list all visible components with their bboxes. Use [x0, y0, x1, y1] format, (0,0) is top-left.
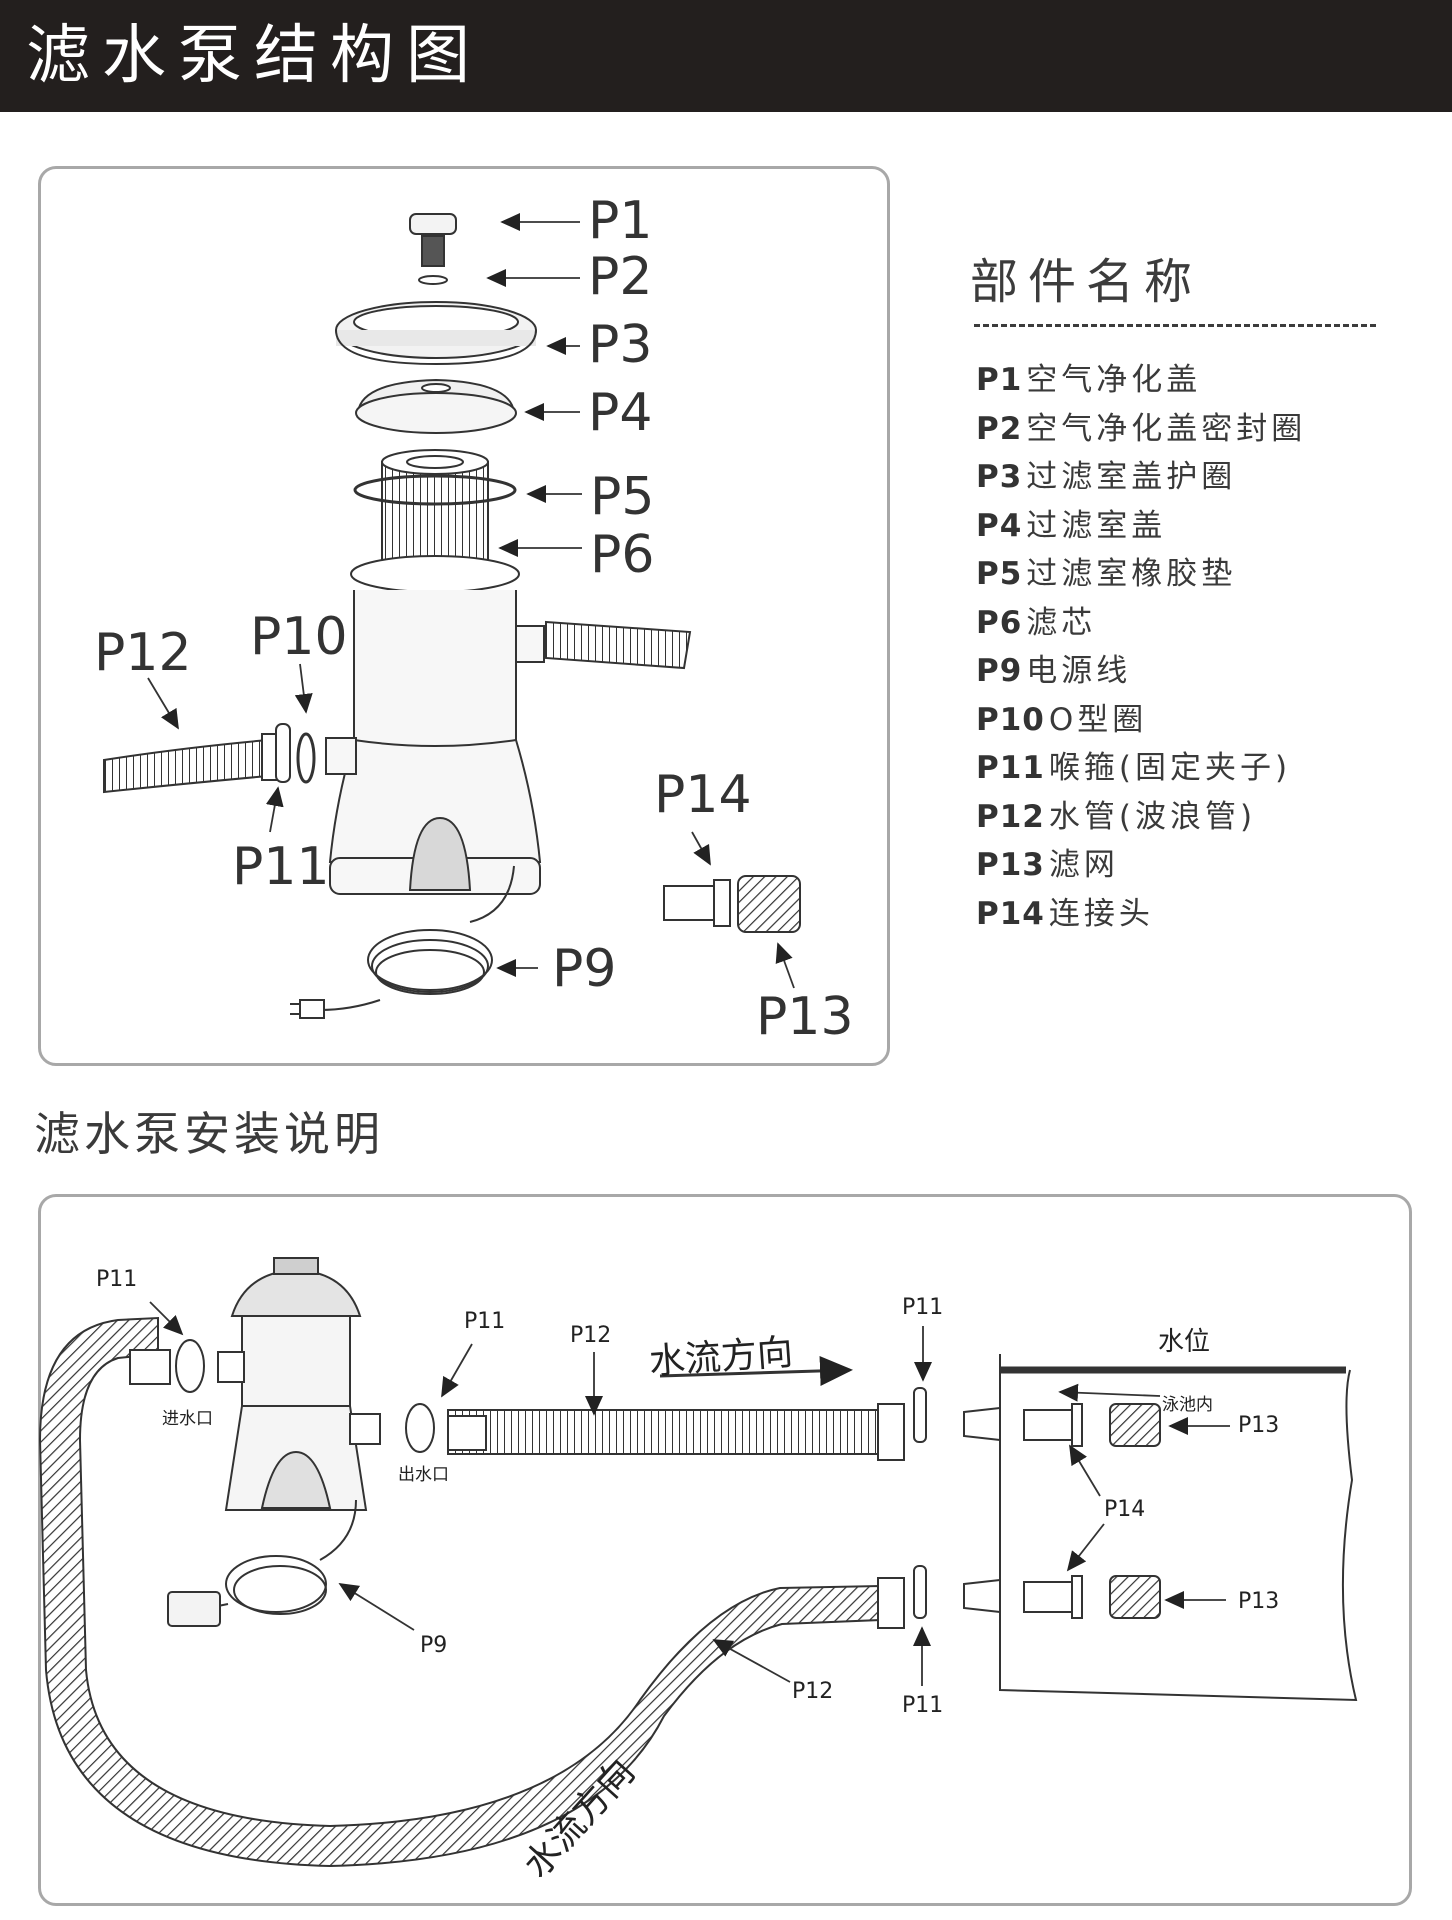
top-hose-drawing	[447, 1409, 879, 1455]
part-p6-drawing	[381, 449, 489, 573]
part-code: P3	[976, 459, 1023, 495]
part-p12-drawing	[103, 738, 269, 794]
part-name: 连接头	[1048, 895, 1154, 932]
part-code: P14	[976, 895, 1045, 932]
part-code: P2	[976, 410, 1023, 447]
part-name: 滤网	[1048, 847, 1119, 883]
part-name: 过滤室盖护圈	[1026, 459, 1237, 495]
outlet-clamp-drawing	[405, 1403, 435, 1453]
part-p9-drawing	[290, 865, 515, 1019]
part-name: O型圈	[1048, 701, 1148, 738]
label-install-p14: P14	[1104, 1497, 1145, 1522]
part-code: P11	[976, 750, 1045, 786]
part-name: 空气净化盖	[1026, 362, 1202, 398]
part-code: P5	[976, 556, 1023, 592]
part-p14-drawing	[663, 879, 731, 927]
label-p10: P10	[250, 607, 348, 667]
install-section-title: 滤水泵安装说明	[34, 1107, 384, 1161]
install-pump-drawing	[217, 1257, 381, 1511]
label-in-pool: 泳池内	[1162, 1395, 1213, 1415]
part-code: P6	[976, 604, 1023, 641]
part-p13-drawing	[737, 875, 801, 933]
install-leader-lines	[149, 1301, 1230, 1686]
label-install-p11-outlet: P11	[464, 1309, 505, 1334]
label-p9: P9	[552, 939, 616, 999]
label-inlet: 进水口	[162, 1409, 213, 1429]
parts-list-title: 部件名称	[970, 254, 1203, 310]
label-install-p13-bottom: P13	[1238, 1589, 1279, 1614]
label-p14: P14	[654, 765, 752, 825]
label-p2: P2	[588, 247, 652, 307]
exploded-labels: P1 P2 P3 P4 P5 P6 P9 P10 P11 P12 P13 P14	[94, 191, 854, 1047]
label-install-p9: P9	[420, 1633, 447, 1658]
page-title: 滤水泵结构图	[26, 19, 482, 93]
pump-body-drawing	[325, 555, 545, 895]
part-name: 滤芯	[1026, 604, 1097, 641]
label-p6: P6	[590, 525, 654, 585]
part-name: 过滤室橡胶垫	[1026, 556, 1237, 592]
part-code: P13	[976, 847, 1045, 883]
label-p13: P13	[756, 987, 854, 1047]
label-water-level: 水位	[1158, 1327, 1210, 1357]
label-p4: P4	[588, 383, 652, 443]
label-install-p11-bottom: P11	[902, 1693, 943, 1718]
label-p11: P11	[232, 837, 330, 897]
part-code: P4	[976, 507, 1023, 544]
label-flow-top: 水流方向	[648, 1332, 795, 1383]
label-install-p11-inlet: P11	[96, 1267, 137, 1292]
part-p11-drawing	[275, 723, 291, 783]
part-p2-drawing	[418, 235, 448, 285]
exploded-leader-lines	[147, 213, 795, 989]
part-name: 水管(波浪管)	[1048, 798, 1257, 835]
part-name: 电源线	[1026, 653, 1132, 689]
label-install-p11-top-right: P11	[902, 1295, 943, 1320]
part-name: 喉箍(固定夹子)	[1048, 750, 1292, 786]
part-p3-drawing	[335, 301, 537, 366]
label-install-p13-top: P13	[1238, 1413, 1279, 1438]
install-cord-drawing	[167, 1499, 357, 1627]
part-p1-drawing	[409, 213, 457, 235]
part-name: 过滤室盖	[1026, 507, 1167, 544]
label-p12: P12	[94, 623, 192, 683]
bottom-hose-drawing	[38, 1316, 881, 1868]
label-install-p12-bottom: P12	[792, 1679, 833, 1704]
part-name: 空气净化盖密封圈	[1026, 410, 1307, 447]
label-p5: P5	[590, 467, 654, 527]
install-view	[38, 1257, 1358, 1868]
right-hose-drawing	[545, 620, 692, 670]
part-code: P12	[976, 798, 1045, 835]
part-code: P10	[976, 701, 1045, 738]
label-p1: P1	[588, 191, 652, 251]
pool-wall-drawing	[999, 1354, 1358, 1702]
label-outlet: 出水口	[398, 1465, 449, 1485]
part-p4-drawing	[355, 378, 517, 434]
part-code: P9	[976, 653, 1023, 689]
part-p10-drawing	[296, 732, 316, 784]
parts-divider	[974, 324, 1376, 327]
label-install-p12-top: P12	[570, 1323, 611, 1348]
header-bar: 滤水泵结构图	[0, 0, 1452, 112]
exploded-view	[103, 213, 801, 1019]
inlet-clamp-drawing	[175, 1339, 205, 1393]
label-p3: P3	[588, 315, 652, 375]
part-p5-drawing	[353, 474, 517, 506]
part-code: P1	[976, 362, 1023, 398]
